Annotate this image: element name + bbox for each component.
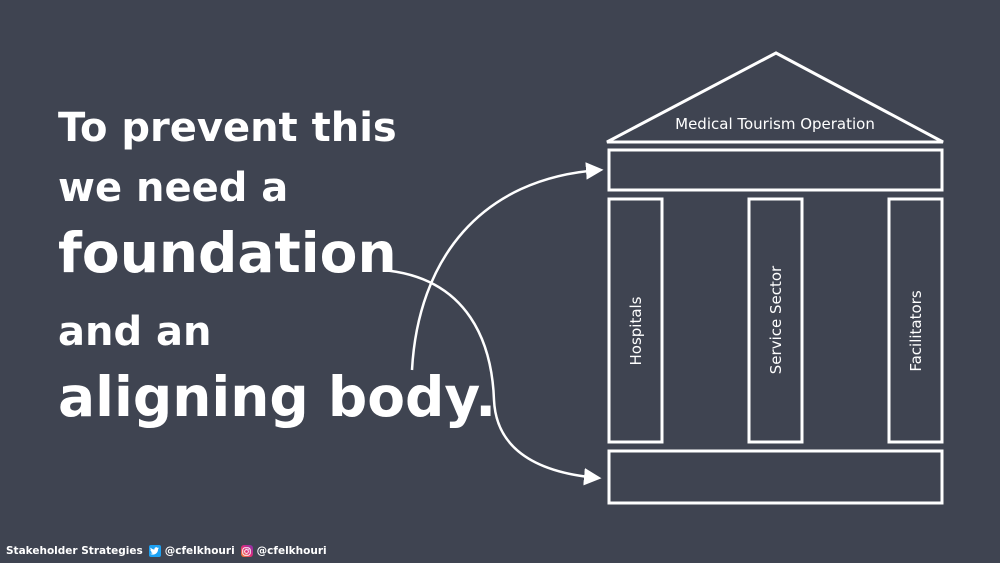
pillar-label-hospitals: Hospitals (627, 296, 645, 365)
footer: Stakeholder Strategies @cfelkhouri @cfel… (6, 543, 327, 559)
headline-line-1: To prevent this (58, 105, 397, 151)
footer-twitter-handle: @cfelkhouri (164, 545, 235, 557)
pillar-facilitators (887, 197, 944, 444)
pillar-label-facilitators: Facilitators (907, 290, 925, 371)
roof-label: Medical Tourism Operation (675, 115, 875, 133)
headline-line-2: we need a (58, 165, 289, 211)
instagram-icon (240, 545, 253, 557)
twitter-icon (148, 545, 161, 557)
foundation-beam (607, 449, 944, 505)
footer-brand: Stakeholder Strategies (6, 545, 143, 557)
roof-pediment (606, 51, 944, 144)
arrow-to-top-beam (410, 162, 604, 371)
pillar-hospitals (607, 197, 664, 444)
headline-line-5: aligning body. (58, 365, 497, 429)
pillar-service-sector (747, 197, 804, 444)
arrow-to-foundation (382, 268, 602, 486)
headline-line-3: foundation (58, 221, 397, 285)
top-beam (607, 148, 944, 192)
pillar-label-service-sector: Service Sector (767, 265, 785, 374)
footer-instagram-handle: @cfelkhouri (256, 545, 327, 557)
headline-line-4: and an (58, 309, 212, 355)
